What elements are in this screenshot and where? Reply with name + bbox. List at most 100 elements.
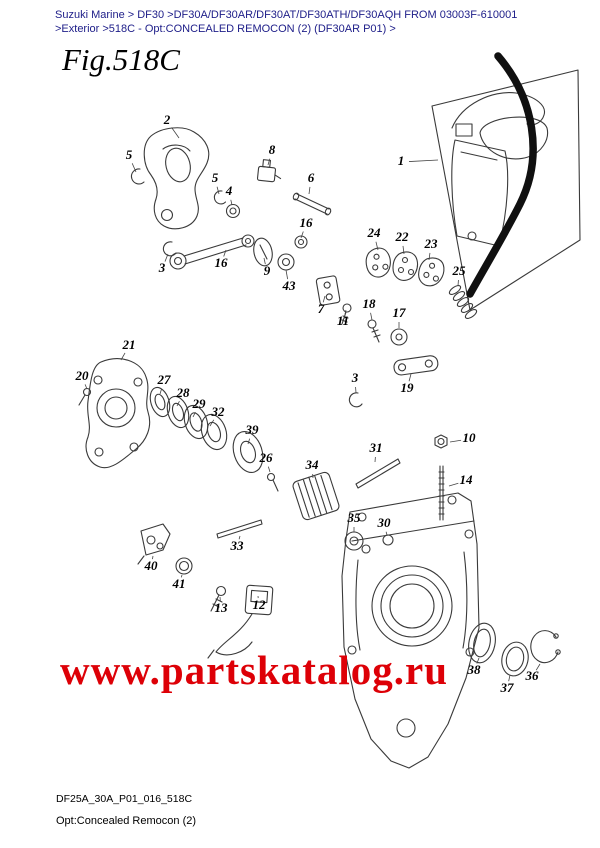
leader-line-2: [171, 127, 180, 139]
callout-35: 35: [347, 510, 362, 525]
part-plate-7: [315, 275, 341, 306]
part-damper-34: [292, 471, 340, 521]
leader-line-6: [308, 186, 311, 195]
part-switch-8: [256, 159, 282, 183]
leader-line-16: [223, 249, 227, 257]
callout-4: 4: [225, 183, 233, 198]
leader-line-5: [131, 163, 137, 173]
part-lever-arm-16: [169, 234, 255, 270]
part-pin-31: [355, 458, 401, 489]
callout-30: 30: [377, 515, 392, 530]
part-seal-32: [200, 413, 228, 451]
callout-13: 13: [215, 600, 229, 615]
part-box-remocon-assy: [431, 69, 581, 311]
leader-line-22: [402, 245, 405, 255]
part-washer-4: [225, 203, 241, 219]
callout-3: 3: [351, 370, 359, 385]
figure-title: Fig.518C: [62, 42, 180, 77]
part-washer-17: [390, 328, 408, 346]
callout-38: 38: [467, 662, 482, 677]
callout-8: 8: [269, 142, 276, 157]
part-screw-18: [367, 319, 381, 343]
callout-23: 23: [424, 236, 439, 251]
breadcrumb: Suzuki Marine > DF30 >DF30A/DF30AR/DF30A…: [55, 9, 518, 35]
callout-25: 25: [452, 263, 467, 278]
callout-18: 18: [363, 296, 377, 311]
leader-line-16: [300, 231, 304, 239]
leader-line-33: [238, 535, 241, 540]
document-code: DF25A_30A_P01_016_518C: [56, 793, 193, 805]
callout-31: 31: [369, 440, 383, 455]
leader-line-38: [476, 657, 480, 664]
leader-line-27: [159, 388, 163, 395]
callout-5: 5: [126, 147, 133, 162]
callout-6: 6: [308, 170, 315, 185]
part-cam-23: [416, 255, 447, 289]
leader-line-39: [247, 438, 251, 445]
part-seal-29: [183, 404, 209, 440]
callout-9: 9: [264, 263, 271, 278]
part-ball-30: [382, 534, 394, 546]
leader-line-5: [216, 186, 220, 195]
leader-line-20: [84, 384, 88, 390]
leader-line-18: [370, 312, 373, 321]
part-cover-21: [85, 358, 151, 469]
callout-7: 7: [318, 301, 325, 316]
callout-22: 22: [395, 229, 410, 244]
callout-1: 1: [398, 153, 405, 168]
watermark: www.partskatalog.ru: [60, 647, 449, 693]
part-link-19: [393, 355, 439, 376]
figure-caption: Opt:Concealed Remocon (2): [56, 815, 197, 827]
leader-line-30: [385, 531, 388, 536]
part-washer-16: [294, 235, 308, 249]
part-ring-37: [501, 641, 529, 677]
part-disc-39: [232, 431, 264, 473]
part-pin-33: [216, 519, 263, 539]
leader-line-11: [344, 309, 347, 315]
leader-line-3: [164, 253, 169, 262]
leader-line-10: [449, 439, 462, 443]
part-housing: [341, 492, 480, 769]
callout-14: 14: [460, 472, 474, 487]
callout-40: 40: [144, 558, 159, 573]
leader-line-9: [263, 257, 266, 265]
part-bolt-13: [210, 585, 227, 612]
callout-5: 5: [212, 170, 219, 185]
part-stud-14: [438, 465, 445, 521]
leader-line-32: [209, 419, 215, 427]
leader-line-21: [120, 352, 126, 361]
leader-line-8: [267, 158, 271, 166]
callout-24: 24: [367, 225, 382, 240]
callout-32: 32: [211, 404, 226, 419]
callout-20: 20: [75, 368, 90, 383]
callout-29: 29: [192, 396, 207, 411]
part-switch-12: [207, 584, 274, 659]
arrow-swoosh: [466, 52, 537, 298]
part-pin-6: [292, 192, 332, 216]
callout-33: 33: [230, 538, 245, 553]
callout-36: 36: [525, 668, 540, 683]
callout-12: 12: [253, 597, 267, 612]
callout-37: 37: [500, 680, 515, 695]
part-cam-22: [392, 251, 419, 281]
callout-16: 16: [215, 255, 229, 270]
callout-3: 3: [158, 260, 166, 275]
leader-line-43: [285, 269, 289, 280]
leader-line-26: [267, 466, 271, 473]
part-bolt-10: [434, 434, 448, 449]
part-cam-24: [362, 245, 395, 281]
part-seal-38: [468, 622, 496, 664]
callout-17: 17: [393, 305, 407, 320]
leader-line-29: [192, 411, 196, 418]
part-circlip-5a: [130, 168, 145, 185]
part-bracket-40: [137, 523, 171, 565]
leader-line-4: [230, 199, 233, 206]
callout-43: 43: [282, 278, 297, 293]
leader-line-28: [176, 400, 180, 407]
part-washer-43: [277, 253, 295, 271]
part-circlip-36: [530, 630, 561, 664]
leader-line-24: [375, 241, 379, 251]
callout-10: 10: [463, 430, 477, 445]
callout-39: 39: [245, 422, 260, 437]
leader-line-14: [448, 482, 459, 487]
